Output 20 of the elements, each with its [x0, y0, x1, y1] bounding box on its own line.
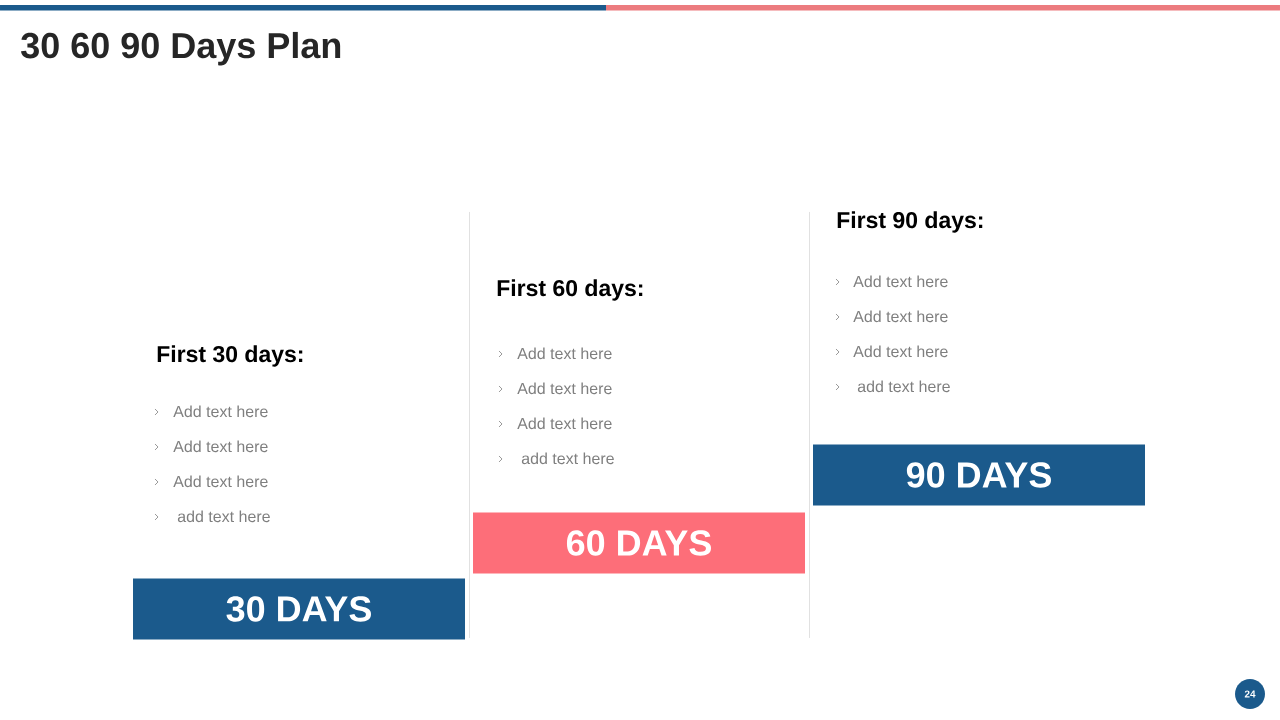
column-heading: First 90 days:: [837, 211, 983, 233]
list-item: Add text here: [517, 347, 612, 360]
list-item: Add text here: [517, 382, 612, 395]
list-item: Add text here: [173, 475, 268, 488]
list-item: Add text here: [853, 275, 948, 288]
list-item: add text here: [521, 452, 614, 465]
list-item: add text here: [857, 380, 950, 393]
list-item: Add text here: [853, 310, 948, 323]
banner-box: 30 DAYS: [133, 578, 465, 640]
slide-title: 30 60 90 Days Plan: [21, 31, 341, 66]
column-heading: First 60 days:: [497, 279, 643, 301]
column-heading: First 30 days:: [157, 345, 303, 367]
list-item: Add text here: [517, 417, 612, 430]
banner-box: 60 DAYS: [473, 512, 805, 574]
list-item: add text here: [177, 510, 270, 523]
list-item: Add text here: [173, 405, 268, 418]
list-item: Add text here: [173, 440, 268, 453]
banner-box: 90 DAYS: [813, 444, 1145, 506]
page-number: 24: [1235, 679, 1265, 709]
list-item: Add text here: [853, 345, 948, 358]
